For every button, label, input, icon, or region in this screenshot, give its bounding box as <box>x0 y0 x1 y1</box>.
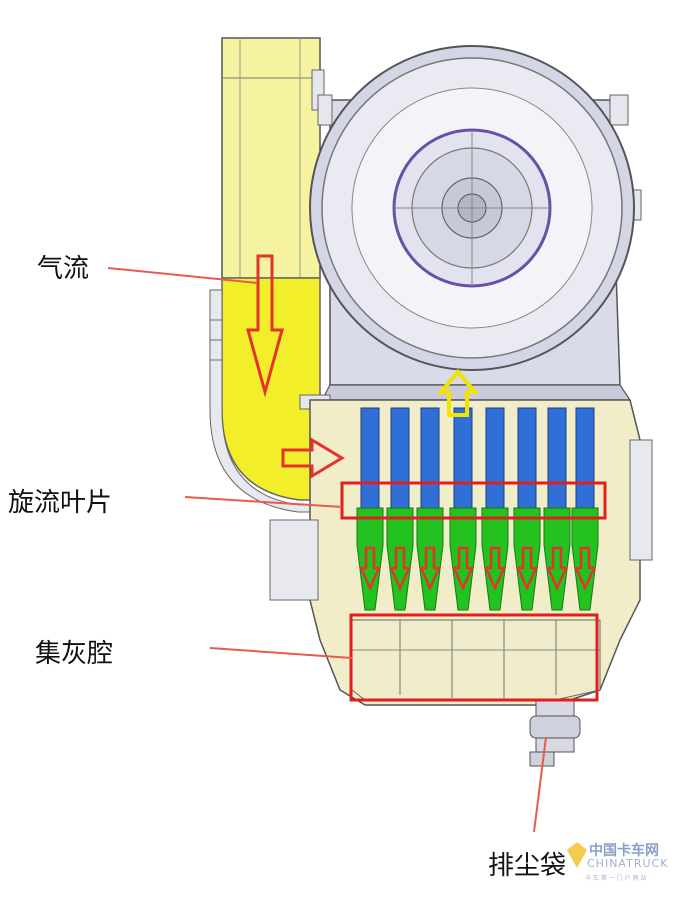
cyclone-tube <box>485 407 505 509</box>
dust-flow-arrows <box>359 546 596 592</box>
cyclone-cone <box>543 507 571 611</box>
cyclone-tube <box>547 407 567 509</box>
cyclone-cone <box>356 507 384 611</box>
dust-chamber-grid <box>351 619 601 701</box>
label-dust-bag: 排尘袋 <box>488 851 567 881</box>
dust-outlet <box>529 699 581 767</box>
dust-down-arrow <box>484 546 506 592</box>
dust-down-arrow <box>516 546 538 592</box>
inlet-duct <box>221 37 325 279</box>
cyclone-cones <box>356 507 599 611</box>
airflow-right-arrow <box>281 437 345 479</box>
dust-bag-pointer <box>533 736 547 833</box>
watermark: 中国卡车网 CHINATRUCK 卡 车 第 一 门 户 网 站 <box>565 840 675 890</box>
cyclone-tube <box>453 407 473 509</box>
dust-down-arrow <box>389 546 411 592</box>
dust-down-arrow <box>574 546 596 592</box>
watermark-cn: 中国卡车网 <box>589 843 659 859</box>
label-dust-chamber: 集灰腔 <box>35 639 114 669</box>
swirl-vane-highlight-box <box>340 481 607 520</box>
watermark-sub: 卡 车 第 一 门 户 网 站 <box>585 875 647 882</box>
dust-chamber-pointer <box>209 647 353 659</box>
watermark-en: CHINATRUCK <box>587 857 669 870</box>
cyclone-cone <box>449 507 477 611</box>
cyclone-cone <box>481 507 509 611</box>
clean-air-up-arrow <box>436 368 480 417</box>
inlet-duct-vertical <box>221 37 321 279</box>
airflow-down-arrow <box>246 254 284 398</box>
label-swirl-vanes: 旋流叶片 <box>8 488 113 518</box>
fan-wheel <box>309 45 635 371</box>
cyclone-cone <box>513 507 541 611</box>
dust-down-arrow <box>452 546 474 592</box>
cyclone-cone <box>416 507 444 611</box>
cyclone-tube <box>360 407 380 509</box>
airflow-pointer <box>107 267 258 284</box>
dust-down-arrow <box>546 546 568 592</box>
swirl-vane-pointer <box>184 496 343 508</box>
watermark-logo-icon <box>567 842 587 868</box>
cyclone-tube <box>390 407 410 509</box>
cyclone-cone <box>386 507 414 611</box>
dust-down-arrow <box>359 546 381 592</box>
cyclone-cone <box>571 507 599 611</box>
cyclone-tube <box>517 407 537 509</box>
dust-down-arrow <box>419 546 441 592</box>
cyclone-tube <box>420 407 440 509</box>
cyclone-tube <box>575 407 595 509</box>
label-airflow: 气流 <box>37 254 90 284</box>
